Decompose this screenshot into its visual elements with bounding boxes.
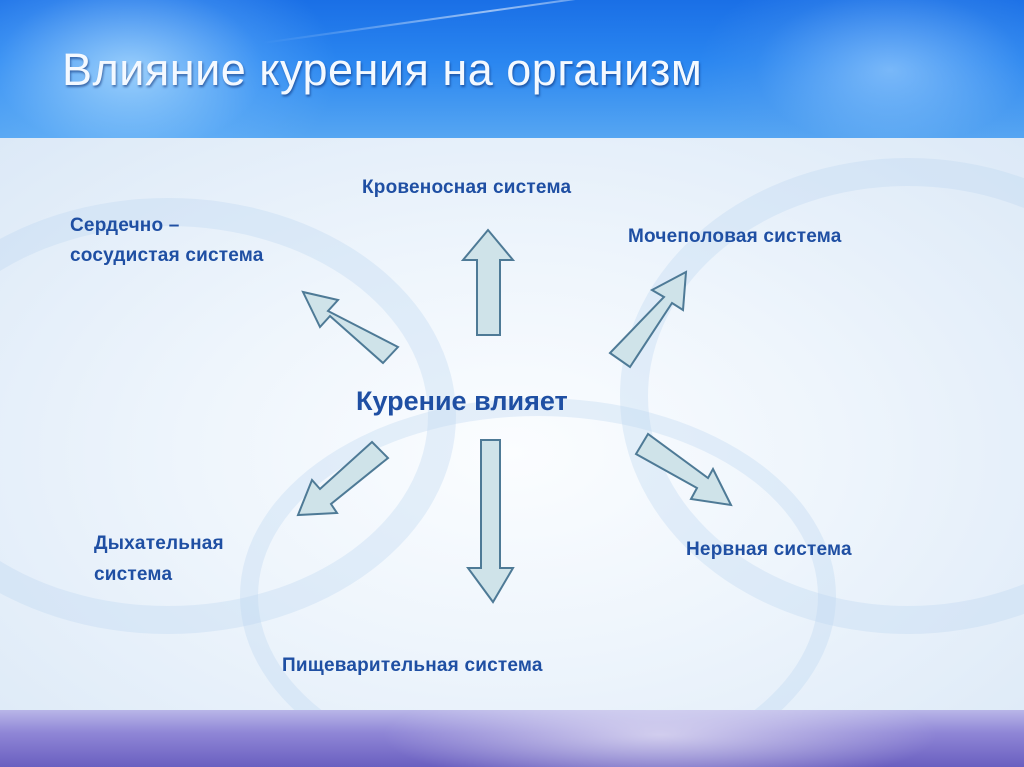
label-urogenital-system: Мочеполовая система xyxy=(628,226,842,247)
arrow-up xyxy=(460,228,516,336)
slide-header xyxy=(0,0,1024,138)
header-glow-right xyxy=(700,0,1024,138)
header-glow-left xyxy=(0,0,340,138)
label-nervous-system: Нервная система xyxy=(686,539,852,560)
label-respiratory-line2: система xyxy=(94,564,173,585)
content-background xyxy=(0,138,1024,710)
slide-title: Влияние курения на организм xyxy=(62,44,703,95)
center-label: Курение влияет xyxy=(356,386,568,416)
label-digestive-system: Пищеварительная система xyxy=(282,655,543,676)
slide-footer xyxy=(0,710,1024,767)
label-cardio-line2: сосудистая система xyxy=(70,245,264,266)
arrow-up-right xyxy=(608,270,688,369)
arrow-down-left xyxy=(296,440,390,517)
label-cardio-line1: Сердечно – xyxy=(70,215,180,236)
label-blood-system: Кровеносная система xyxy=(362,177,572,198)
label-respiratory-line1: Дыхательная xyxy=(94,533,224,554)
footer-glow xyxy=(380,710,940,767)
arrow-down-right xyxy=(634,432,733,507)
arrow-up-left xyxy=(301,290,400,365)
arrow-down xyxy=(466,439,515,604)
